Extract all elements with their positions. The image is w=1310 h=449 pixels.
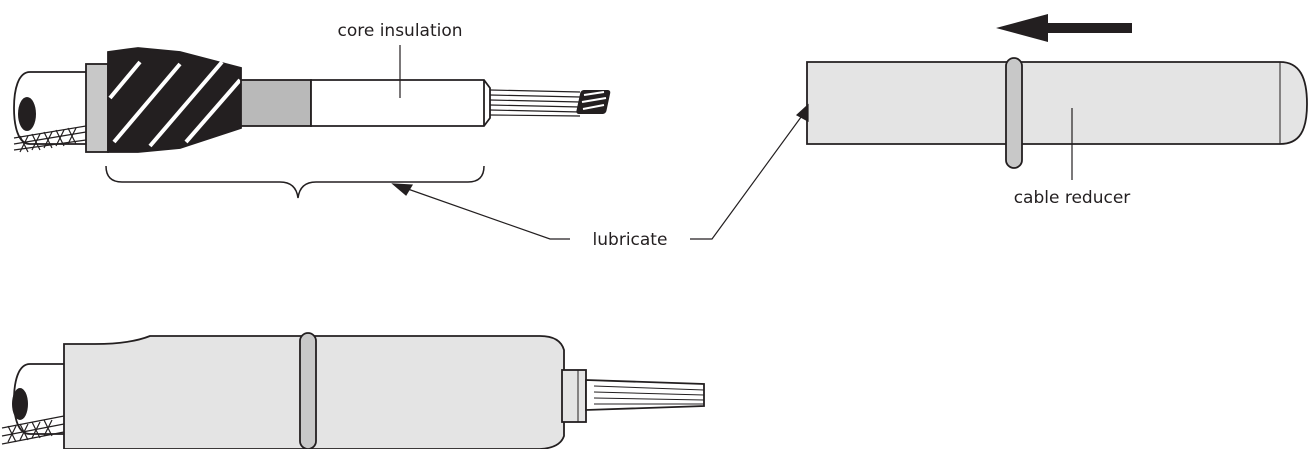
lubricate-leaders [391, 103, 809, 240]
lubricate-label: lubricate [593, 230, 668, 250]
black-tape-section [107, 47, 242, 153]
semicon-band [240, 79, 312, 127]
lubricate-brace [105, 165, 485, 199]
jacket-end-ring [85, 63, 109, 153]
assembly-sleeve-ring [299, 332, 317, 449]
cable-core-end [18, 97, 36, 131]
core-insulation-label: core insulation [337, 21, 462, 41]
assembly-tip-collar [561, 369, 587, 423]
assembly-conductor [585, 379, 705, 411]
conductor-strands [489, 89, 581, 117]
tape-stripes [108, 60, 242, 148]
cable-reducer-sleeve [806, 57, 1308, 169]
assembly-core-end [12, 388, 28, 420]
assembly-braided-screen [1, 415, 65, 445]
prepared-cable [13, 47, 611, 153]
fitted-assembly [1, 332, 705, 449]
cable-reducer-label: cable reducer [1014, 188, 1131, 208]
direction-arrow-icon [996, 14, 1132, 42]
sleeve-ring [1005, 57, 1023, 169]
braided-screen [13, 125, 87, 153]
